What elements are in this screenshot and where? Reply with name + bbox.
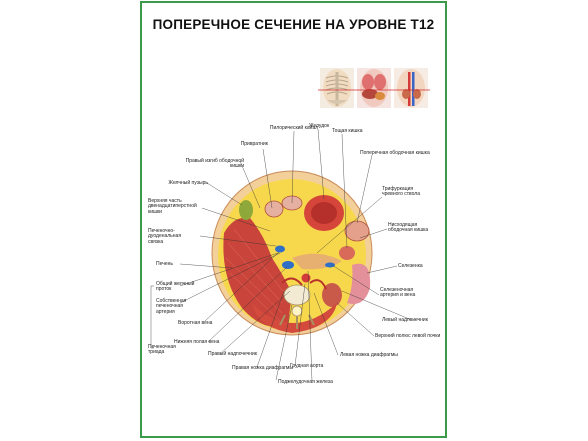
label-pyloric-canal: Пилорический канал — [269, 125, 319, 131]
gallbladder — [239, 200, 253, 220]
poster: ПОПЕРЕЧНОЕ СЕЧЕНИЕ НА УРОВНЕ Т12 — [140, 1, 447, 438]
label-left-adrenal: Левый надпочечник — [382, 317, 428, 323]
label-hepatic-artery: Собственная печеночная артерия — [156, 298, 187, 315]
organs-thumbnail — [357, 68, 391, 108]
cross-section-illustration — [150, 128, 415, 382]
label-liver: Печень — [156, 261, 173, 267]
label-stomach: Желудок — [308, 123, 330, 129]
label-left-crus: Левая ножка диафрагмы — [340, 352, 398, 358]
label-hepatic-triad: Печеночная триада — [148, 344, 176, 356]
splenic-vein — [325, 262, 335, 268]
transverse-colon — [344, 220, 370, 242]
poster-title: ПОПЕРЕЧНОЕ СЕЧЕНИЕ НА УРОВНЕ Т12 — [152, 17, 435, 32]
aorta — [301, 273, 311, 283]
label-right-adrenal: Правый надпочечник — [208, 351, 257, 357]
label-transverse-colon: Поперечная ободочная кишка — [360, 150, 430, 156]
label-aorta: Грудная аорта — [290, 363, 324, 369]
label-spleen: Селезенка — [398, 263, 423, 269]
label-descending-colon: Нисходящая ободочная кишка — [388, 222, 429, 234]
label-right-colic-flexure: Правый изгиб ободочной кишки — [185, 158, 244, 170]
label-right-crus: Правая ножка диафрагмы — [232, 365, 293, 371]
label-trifurcation: Трифуркация чревного ствола — [382, 186, 421, 198]
skeleton-thumbnail — [320, 68, 354, 108]
vertebra-t12 — [279, 284, 315, 329]
label-pancreas: Поджелудочная железа — [278, 379, 333, 385]
liver — [223, 217, 292, 327]
ivc — [282, 261, 294, 269]
label-splenic-vessels: Селезеночная артерия и вена — [380, 287, 416, 299]
torso-thumbnails — [318, 68, 430, 108]
jejunum — [339, 246, 355, 260]
left-kidney-pole — [322, 283, 342, 307]
label-left-kidney-pole: Верхний полюс левой почки — [375, 333, 441, 339]
label-hepatoduodenal: Печеночно- дуоденальная связка — [148, 228, 182, 245]
vessels-thumbnail — [394, 68, 428, 108]
portal-vein — [275, 245, 285, 253]
label-common-bile-duct: Общий желчный проток — [156, 281, 195, 293]
leader-lines — [150, 128, 415, 382]
label-duodenum-upper: Верхняя часть двенадцатиперстной кишки — [148, 198, 197, 215]
diaphragm-crura — [281, 277, 327, 290]
back-muscles — [252, 303, 337, 333]
label-gallbladder: Желчный пузырь — [168, 180, 208, 186]
label-pylorus: Привратник — [240, 141, 268, 147]
label-portal-vein: Воротная вена — [178, 320, 213, 326]
spleen — [347, 263, 371, 304]
label-jejunum: Тощая кишка — [332, 128, 363, 134]
label-ivc: Нижняя полая вена — [174, 339, 220, 345]
